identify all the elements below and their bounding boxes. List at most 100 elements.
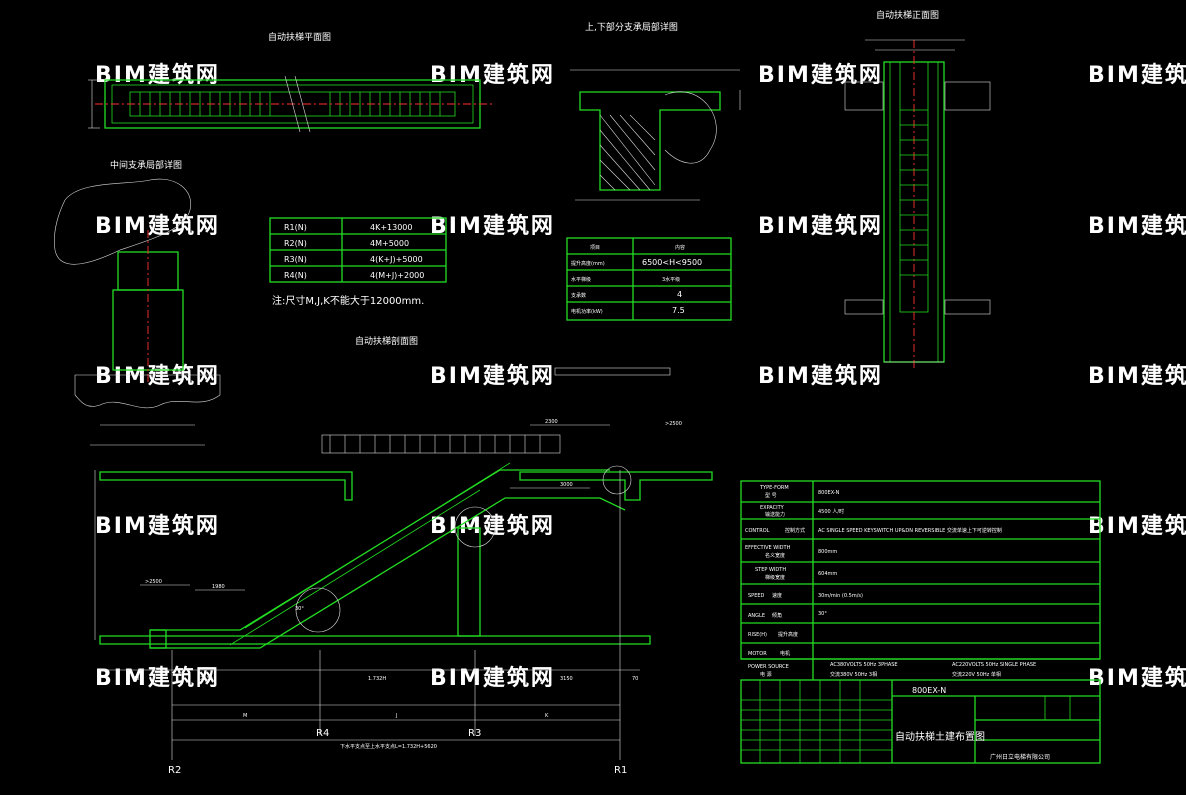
data-sheet-cn: 输送能力: [765, 511, 785, 518]
watermark: BIM建筑网: [1088, 513, 1186, 539]
support-detail-view: 上,下部分支承局部详图: [570, 21, 741, 201]
support-detail-title: 上,下部分支承局部详图: [585, 21, 678, 33]
data-sheet: TYPE-FORM 型 号 800EX-N EXPACITY 输送能力 4500…: [740, 480, 1101, 764]
data-sheet-cn: 梯级宽度: [765, 574, 785, 581]
spec-table: 项目 内容 提升高度(mm) 6500<H<9500 水平梯级 3水平级 支承数…: [566, 237, 732, 321]
data-sheet-en: MOTOR: [748, 651, 767, 657]
data-sheet-cn: 名义宽度: [765, 552, 785, 559]
spec-cell: 6500<H<9500: [642, 258, 702, 267]
power-source-2-cn: 交流220V 50Hz 单相: [952, 671, 1001, 678]
power-source-2: AC220VOLTS 50Hz SINGLE PHASE: [952, 662, 1036, 668]
watermark: BIM建筑网: [1088, 62, 1186, 88]
power-source-1-cn: 交流380V 50Hz 3相: [830, 671, 877, 678]
watermark: BIM建筑网: [1088, 213, 1186, 239]
reaction-formula: 4(M+J)+2000: [370, 271, 424, 280]
dimension-note: 注:尺寸M,J,K不能大于12000mm.: [272, 294, 424, 307]
power-source-cn: 电 源: [760, 671, 772, 678]
mid-support-title: 中间支承局部详图: [110, 159, 182, 171]
watermark: BIM建筑网: [95, 513, 220, 539]
reaction-formula: 4(K+J)+5000: [370, 255, 423, 264]
dim-m: M: [243, 713, 247, 719]
data-sheet-en: EFFECTIVE WIDTH: [745, 545, 791, 551]
escalator-plan-view: 自动扶梯平面图: [88, 31, 495, 133]
incline-angle: 30°: [295, 606, 304, 612]
spec-cell: 提升高度(mm): [571, 260, 605, 267]
dim-3000: 3000: [560, 482, 573, 488]
front-elevation-title: 自动扶梯正面图: [876, 9, 939, 21]
reaction-r1: R1: [614, 765, 627, 776]
data-sheet-value: 800EX-N: [818, 490, 840, 496]
data-sheet-cn: 提升高度: [778, 631, 798, 638]
data-sheet-value: AC SINGLE SPEED KEYSWITCH UP&DN REVERSIB…: [818, 527, 1002, 534]
reaction-label: R1(N): [284, 223, 307, 232]
dim-2300: 2300: [545, 419, 558, 425]
watermark: BIM建筑网: [95, 363, 220, 389]
section-title: 自动扶梯剖面图: [355, 335, 418, 347]
dim-70-lower: 70: [133, 676, 139, 682]
data-sheet-en: TYPE-FORM: [759, 485, 789, 491]
watermark: BIM建筑网: [95, 213, 220, 239]
spec-cell: 4: [677, 290, 682, 299]
reactions-table: R1(N) 4K+13000 R2(N) 4M+5000 R3(N) 4(K+J…: [269, 217, 447, 307]
reaction-r4: R4: [316, 728, 329, 739]
drawing-name: 自动扶梯土建布置图: [895, 730, 985, 743]
title-model: 800EX-N: [912, 686, 946, 695]
spec-cell: 支承数: [571, 292, 586, 299]
data-sheet-cn: 型 号: [765, 492, 777, 499]
dim-70-upper: 70: [632, 676, 638, 682]
spec-header: 项目: [590, 245, 600, 251]
watermark: BIM建筑网: [430, 665, 555, 691]
plan-title: 自动扶梯平面图: [268, 31, 331, 43]
dim-3150: 3150: [560, 676, 573, 682]
escalator-section-view: 自动扶梯剖面图 230: [94, 335, 713, 776]
front-elevation-view: 自动扶梯正面图: [844, 9, 991, 370]
spec-header: 内容: [675, 244, 685, 251]
watermark-group: BIM建筑网 BIM建筑网 BIM建筑网 BIM建筑网 BIM建筑网 BIM建筑…: [95, 62, 1186, 691]
dim-k: K: [545, 713, 549, 719]
data-sheet-en: STEP WIDTH: [755, 567, 786, 573]
company-name: 广州日立电梯有限公司: [990, 753, 1050, 761]
watermark: BIM建筑网: [758, 213, 883, 239]
total-length-note: 下水平支点至上水平支点L=1.732H+5620: [340, 743, 437, 750]
data-sheet-cn: 倾角: [772, 612, 782, 619]
data-sheet-value: 30°: [818, 611, 827, 617]
watermark: BIM建筑网: [758, 363, 883, 389]
reaction-label: R3(N): [284, 255, 307, 264]
reaction-formula: 4K+13000: [370, 223, 413, 232]
watermark: BIM建筑网: [95, 665, 220, 691]
reaction-label: R2(N): [284, 239, 307, 248]
spec-cell: 7.5: [672, 306, 685, 315]
data-sheet-en: CONTROL: [745, 528, 770, 534]
data-sheet-cn: 速度: [772, 592, 782, 599]
watermark: BIM建筑网: [430, 363, 555, 389]
watermark: BIM建筑网: [430, 62, 555, 88]
mid-support-view: 中间支承局部详图: [54, 159, 221, 446]
watermark: BIM建筑网: [758, 62, 883, 88]
reaction-label: R4(N): [284, 271, 307, 280]
power-source-en: POWER SOURCE: [748, 664, 789, 670]
spec-cell: 电机功率(kW): [571, 308, 603, 315]
spec-cell: 3水平级: [662, 276, 680, 283]
data-sheet-value: 604mm: [818, 571, 837, 577]
power-source-1: AC380VOLTS 50Hz 3PHASE: [830, 662, 898, 668]
watermark: BIM建筑网: [430, 213, 555, 239]
reaction-r2: R2: [168, 765, 181, 776]
watermark: BIM建筑网: [430, 513, 555, 539]
reaction-formula: 4M+5000: [370, 239, 409, 248]
watermark: BIM建筑网: [95, 62, 220, 88]
dim-j: J: [395, 713, 397, 719]
data-sheet-en: SPEED: [748, 593, 765, 599]
dim-2630: 2630: [200, 676, 213, 682]
reaction-r3: R3: [468, 728, 481, 739]
data-sheet-en: RISE(H): [748, 632, 767, 638]
watermark: BIM建筑网: [1088, 665, 1186, 691]
dim-2500-upper: >2500: [665, 421, 682, 427]
dim-1980: 1980: [212, 584, 225, 590]
data-sheet-value: 800mm: [818, 549, 837, 555]
dim-1732h: 1.732H: [368, 676, 386, 682]
data-sheet-cn: 控制方式: [785, 527, 805, 534]
data-sheet-en: ANGLE: [748, 613, 765, 619]
data-sheet-cn: 电机: [780, 650, 790, 657]
spec-cell: 水平梯级: [571, 276, 591, 283]
